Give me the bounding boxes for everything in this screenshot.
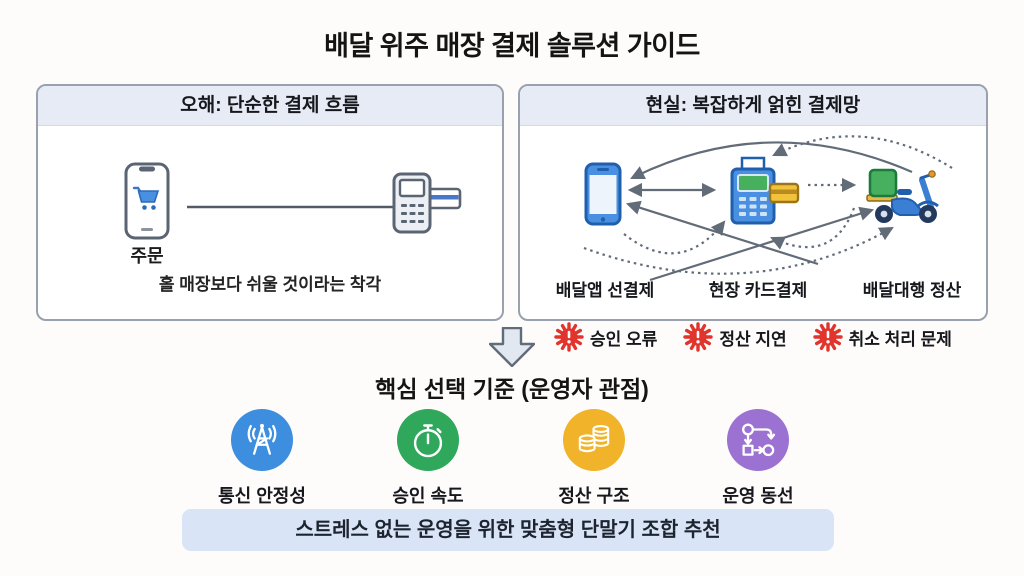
- delivery-scooter-icon: [866, 168, 939, 223]
- issues-row: 승인 오류 정산 지연: [520, 322, 986, 352]
- issue-cancellation-problem: 취소 처리 문제: [812, 322, 952, 352]
- criterion-network-stability: 통신 안정성: [202, 409, 322, 508]
- criterion-bubble: [397, 409, 459, 471]
- workflow-icon: [742, 423, 776, 457]
- node-label-delivery-app: 배달앱 선결제: [555, 281, 655, 300]
- alert-burst-icon: [683, 322, 714, 352]
- order-label: 주문: [130, 246, 164, 266]
- misconception-panel: 오해: 단순한 결제 흐름 주문: [36, 84, 504, 321]
- cart-icon: [132, 186, 160, 210]
- criterion-label: 정산 구조: [558, 486, 630, 506]
- alert-burst-icon: [554, 322, 584, 352]
- down-arrow-icon: [489, 327, 535, 367]
- issue-label: 승인 오류: [590, 329, 658, 349]
- criteria-heading: 핵심 선택 기준 (운영자 관점): [375, 376, 649, 402]
- page-title: 배달 위주 매장 결제 솔루션 가이드: [324, 31, 700, 61]
- node-label-delivery-settlement: 배달대행 정산: [862, 281, 962, 300]
- criterion-label: 승인 속도: [392, 486, 464, 506]
- card-terminal-icon: [730, 156, 800, 225]
- delivery-app-phone-icon: [584, 162, 622, 226]
- issue-approval-error: 승인 오류: [554, 322, 657, 352]
- reality-panel-header: 현실: 복잡하게 얽힌 결제망: [520, 86, 986, 126]
- simple-flow-arrow: [187, 200, 412, 214]
- reality-panel: 현실: 복잡하게 얽힌 결제망: [518, 84, 988, 352]
- criterion-operation-flow: 운영 동선: [698, 409, 818, 508]
- issue-settlement-delay: 정산 지연: [683, 322, 787, 352]
- stopwatch-icon: [413, 424, 443, 458]
- issue-label: 정산 지연: [719, 329, 787, 349]
- issue-label: 취소 처리 문제: [848, 329, 952, 349]
- card-terminal-gray-icon: [392, 172, 462, 234]
- coins-icon: [578, 424, 610, 453]
- misconception-caption: 홀 매장보다 쉬울 것이라는 착각: [158, 275, 382, 294]
- criterion-label: 운영 동선: [722, 486, 794, 506]
- payment-network-arrows: [583, 135, 953, 282]
- criterion-bubble: [727, 409, 789, 471]
- criterion-settlement-structure: 정산 구조: [534, 409, 654, 508]
- criterion-approval-speed: 승인 속도: [368, 409, 488, 508]
- criterion-label: 통신 안정성: [218, 486, 306, 506]
- criterion-bubble: [231, 409, 293, 471]
- order-phone-icon: [124, 162, 170, 240]
- criterion-bubble: [563, 409, 625, 471]
- alert-burst-icon: [812, 322, 843, 352]
- misconception-panel-header: 오해: 단순한 결제 흐름: [38, 86, 502, 126]
- node-label-card-terminal: 현장 카드결제: [708, 281, 808, 300]
- antenna-icon: [247, 423, 277, 455]
- footer-banner: 스트레스 없는 운영을 위한 맞춤형 단말기 조합 추천: [182, 509, 834, 551]
